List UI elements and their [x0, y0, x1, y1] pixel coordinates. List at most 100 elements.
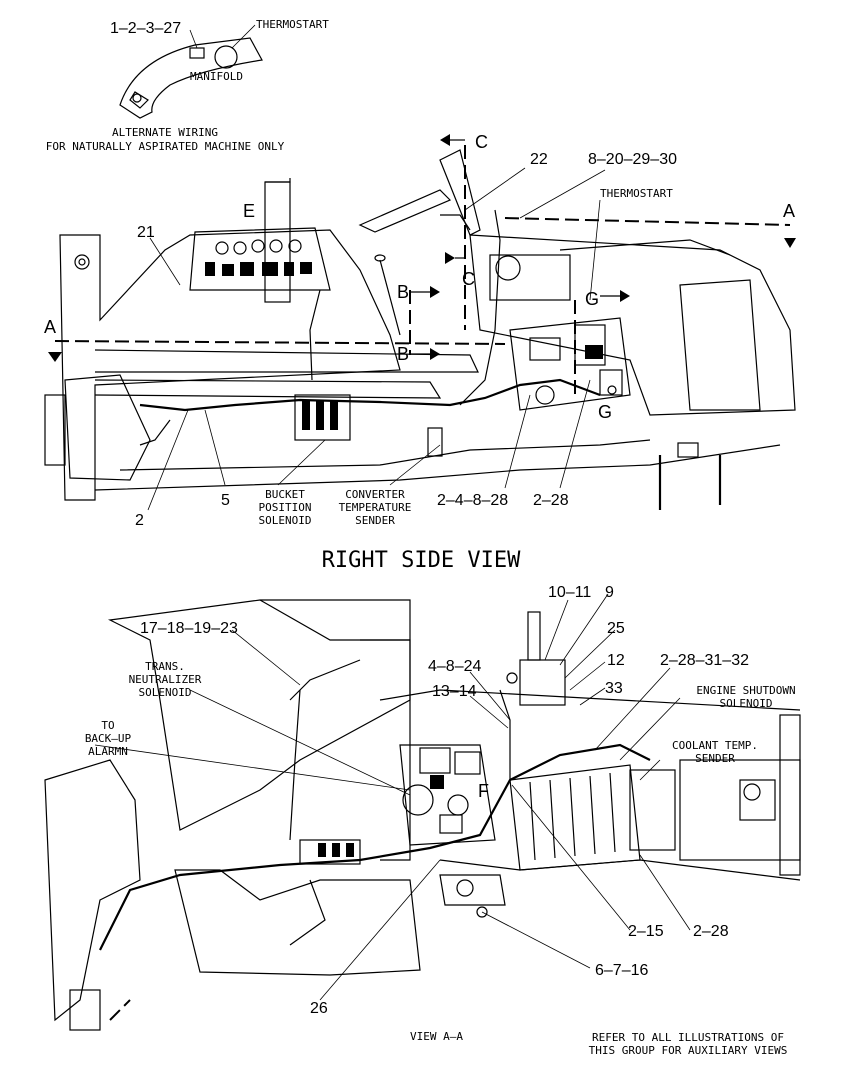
rear-hitch: [69, 989, 101, 1031]
callout-21: 21: [137, 224, 155, 241]
neutralizer-bracket: [289, 659, 361, 701]
section-line-a-right: [504, 217, 791, 226]
callout-leaders-a: [94, 593, 691, 1001]
trans-label-line3: SOLENOID: [139, 686, 192, 699]
section-label-g-top: G: [585, 289, 599, 309]
callout-33: 33: [605, 680, 623, 697]
lever-knob: [374, 254, 386, 262]
transmission-components: [402, 747, 481, 834]
section-label-c-mid: C: [462, 269, 475, 289]
callout-8-20-29-30: 8–20–29–30: [588, 151, 677, 168]
neutralizer-harness: [289, 689, 301, 841]
shutdown-label-line2: SOLENOID: [720, 697, 773, 710]
main-harness-a: [99, 743, 651, 951]
solenoid-valve-block: [294, 394, 351, 441]
steering-harness: [459, 209, 501, 406]
dash-segment: [109, 999, 131, 1021]
rear-fender-outline: [59, 229, 401, 501]
steering-column: [439, 149, 481, 236]
section-arrows: [48, 134, 796, 362]
shutdown-label-line1: ENGINE SHUTDOWN: [696, 684, 795, 697]
pillar-cap: [265, 178, 291, 183]
callout-2-28-31-32: 2–28–31–32: [660, 652, 749, 669]
solenoid-cells: [302, 400, 338, 430]
callout-26: 26: [310, 1000, 328, 1017]
backup-label-line3: ALARMN: [88, 745, 128, 758]
bucket-label-line1: BUCKET: [265, 488, 305, 501]
callout-9: 9: [605, 584, 614, 601]
section-label-c-top: C: [475, 132, 488, 152]
section-label-g-bottom: G: [598, 402, 612, 422]
callout-6-7-16: 6–7–16: [595, 962, 648, 979]
section-line-a: [54, 340, 506, 345]
bucket-label-line2: POSITION: [259, 501, 312, 514]
backup-label-line1: TO: [101, 719, 114, 732]
filter-harness: [499, 689, 511, 780]
main-frame-rail: [94, 349, 479, 373]
section-label-a-right: A: [783, 201, 795, 221]
callout-4-8-24: 4–8–24: [428, 658, 481, 675]
right-side-view-title: RIGHT SIDE VIEW: [322, 548, 521, 573]
fan-housing: [739, 779, 776, 821]
connector-bolt: [132, 93, 142, 103]
cab-outline: [107, 599, 411, 831]
hydraulic-tank: [489, 254, 571, 301]
trans-label-line2: NEUTRALIZER: [129, 673, 202, 686]
section-label-a-left: A: [44, 317, 56, 337]
control-lever: [379, 259, 401, 336]
callout-25: 25: [607, 620, 625, 637]
callout-2-28: 2–28: [533, 492, 569, 509]
transmission-housing: [399, 744, 496, 846]
engine-block: [509, 317, 631, 411]
callout-10-11: 10–11: [548, 584, 591, 601]
center-frame: [360, 639, 411, 861]
cab-pillar: [264, 181, 291, 303]
coolant-label-line1: COOLANT TEMP.: [672, 739, 758, 752]
tail-light: [677, 442, 699, 458]
inset-callout: 1–2–3–27: [110, 20, 181, 37]
converter-label-line1: CONVERTER: [345, 488, 405, 501]
right-side-view: 22 8–20–29–30 THERMOSTART 21 E A A B B C…: [44, 132, 796, 573]
key-harness: [440, 214, 471, 231]
front-grille-a: [779, 714, 801, 876]
callout-17-18-19-23: 17–18–19–23: [140, 620, 238, 637]
filter-assembly: [519, 659, 566, 706]
section-label-b-top: B: [397, 282, 409, 302]
leader-line: [189, 29, 198, 49]
rear-counterweight: [44, 394, 66, 466]
callout-12: 12: [607, 652, 625, 669]
manifold-label: MANIFOLD: [190, 70, 243, 83]
belly-pan: [119, 439, 651, 471]
steering-wheel: [358, 189, 452, 233]
converter-plug: [476, 906, 488, 918]
lower-frame-a: [439, 859, 801, 881]
converter-label-line2: TEMPERATURE: [339, 501, 412, 514]
view-a-a: 17–18–19–23 10–11 9 25 12 33 4–8–24 13–1…: [44, 584, 801, 1043]
alternate-wiring-inset: 1–2–3–27 THERMOSTART MANIFOLD ALTERNATE …: [46, 18, 329, 153]
filter-stem: [527, 611, 541, 661]
view-marker-f: F: [478, 781, 489, 801]
cluster-gauges: [205, 239, 312, 276]
lower-body: [174, 869, 421, 976]
hood-top: [559, 239, 731, 256]
fan-hub: [743, 783, 761, 801]
radiator-grille: [679, 279, 761, 411]
backup-label-line2: BACK–UP: [85, 732, 132, 745]
frame-bolt: [74, 254, 90, 270]
cab-roof-line: [259, 599, 410, 641]
callout-leaders: [147, 167, 606, 511]
inset-thermostart-label: THERMOSTART: [256, 18, 329, 31]
converter-flange: [456, 879, 474, 897]
radiator-a: [629, 769, 676, 851]
rear-frame: [44, 759, 141, 1022]
thermostart-plug: [214, 45, 238, 69]
inset-caption-line1: ALTERNATE WIRING: [112, 126, 218, 139]
engine-fins: [529, 772, 616, 861]
leader-line: [231, 24, 256, 49]
valve-solenoids: [318, 843, 354, 857]
valve-bank: [299, 839, 361, 865]
filter-bolt: [506, 672, 518, 684]
lower-chassis: [94, 444, 781, 491]
terminal-block: [189, 47, 205, 59]
